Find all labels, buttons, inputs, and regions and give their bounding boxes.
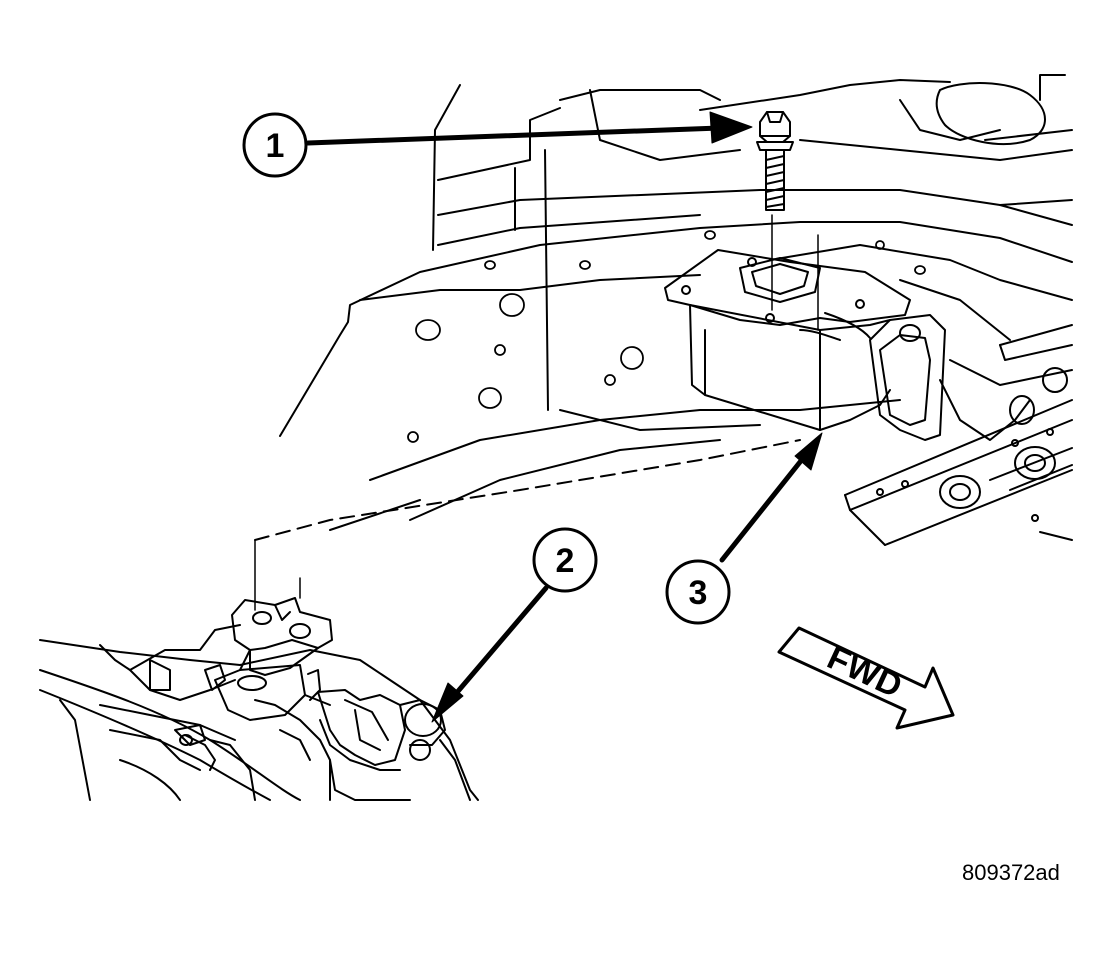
callout-number-3: 3 — [689, 574, 708, 612]
leader-3 — [719, 449, 811, 563]
transmission-assembly — [39, 577, 479, 801]
arrowhead-3 — [794, 432, 823, 471]
leader-2 — [445, 585, 549, 706]
fwd-arrow — [777, 626, 955, 730]
leader-1 — [305, 125, 723, 146]
callout-circle-1 — [242, 112, 308, 178]
callout-circle-2 — [532, 527, 598, 593]
mount-bracket — [664, 249, 946, 441]
arrowhead-1 — [709, 111, 753, 144]
callout-number-2: 2 — [556, 542, 575, 580]
figure-id-label: 809372ad — [962, 860, 1060, 885]
bolt — [756, 111, 794, 211]
crossmember — [844, 324, 1073, 546]
arrowheads — [431, 111, 823, 723]
callout-leaders — [305, 125, 811, 706]
callout-circles — [242, 112, 731, 625]
callout-number-1: 1 — [266, 127, 285, 165]
arrowhead-2 — [431, 682, 464, 723]
frame-rail-body-outline — [254, 74, 1073, 611]
fwd-label: FWD — [822, 638, 908, 705]
callout-circle-3 — [665, 559, 731, 625]
frame-holes — [407, 230, 926, 443]
bolt-centerline — [771, 214, 819, 331]
